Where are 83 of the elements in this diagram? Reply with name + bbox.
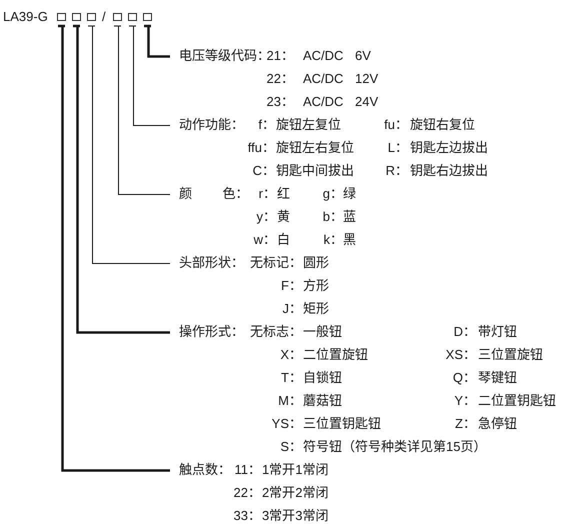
option-text: 旋钮右复位	[410, 118, 475, 132]
option-text: 自锁钮	[303, 371, 342, 385]
placeholder-square	[113, 13, 122, 21]
option-text: 旋钮左复位	[276, 118, 341, 132]
option-text: 白	[277, 233, 290, 247]
option-text: 矩形	[303, 302, 329, 316]
leader-line	[142, 24, 172, 58]
option-code: S：	[280, 440, 302, 454]
option-code: 33：	[234, 509, 261, 523]
option-code: XS：	[446, 348, 476, 362]
option-text: 方形	[303, 279, 329, 293]
option-code: J：	[282, 302, 302, 316]
option-code: k：	[324, 233, 343, 247]
option-text: 钥匙左边拔出	[410, 141, 488, 155]
leader-line	[88, 26, 170, 264]
category-label: 头部形状：	[179, 256, 244, 270]
option-text: 黑	[343, 233, 356, 247]
option-code: y：	[256, 210, 276, 224]
placeholder-square	[72, 13, 81, 21]
category-label: 颜 色：	[179, 187, 249, 201]
option-code: 无标记：	[250, 256, 302, 270]
option-text: 二位置旋钮	[303, 348, 368, 362]
leader-line	[56, 24, 172, 472]
option-text: 圆形	[303, 256, 329, 270]
option-code: F：	[281, 279, 302, 293]
option-text: 一般钮	[303, 325, 342, 339]
placeholder-square	[128, 13, 137, 21]
option-code: C：	[252, 164, 275, 178]
option-code: L：	[388, 141, 408, 155]
leader-line	[72, 24, 172, 334]
option-code: 无标志：	[250, 325, 302, 339]
option-text: 琴键钮	[478, 371, 517, 385]
option-text: 钥匙中间拔出	[276, 164, 354, 178]
option-code: Q：	[452, 371, 476, 385]
option-text: 黄	[277, 210, 290, 224]
option-text: 二位置钥匙钮	[478, 394, 556, 408]
option-code: w：	[254, 233, 276, 247]
placeholder-square	[143, 13, 152, 21]
category-label: 动作功能：	[179, 118, 244, 132]
option-text: 蘑菇钮	[303, 394, 342, 408]
option-text: 急停钮	[478, 417, 517, 431]
option-text: 钥匙右边拔出	[410, 164, 488, 178]
placeholder-square	[57, 13, 66, 21]
option-code: 11：	[234, 463, 261, 477]
placeholder-square	[87, 13, 96, 21]
option-code: ffu：	[248, 141, 275, 155]
option-code: 22：	[266, 72, 294, 86]
option-code: r：	[258, 187, 276, 201]
option-text: 带灯钮	[478, 325, 517, 339]
option-text: 1常开1常闭	[262, 463, 328, 477]
option-code: 22：	[234, 486, 261, 500]
option-text: AC/DC 24V	[303, 95, 378, 109]
option-code: D：	[454, 325, 476, 339]
leader-line	[114, 26, 170, 195]
option-text: 蓝	[343, 210, 356, 224]
option-code: 21：	[266, 49, 294, 63]
option-code: Z：	[455, 417, 476, 431]
option-text: 符号钮（符号种类详见第15页）	[303, 440, 486, 454]
option-code: X：	[280, 348, 302, 362]
option-code: T：	[281, 371, 302, 385]
option-code: 23：	[266, 95, 294, 109]
separator-slash: /	[102, 10, 106, 24]
option-code: M：	[278, 394, 302, 408]
option-text: 3常开3常闭	[262, 509, 328, 523]
option-text: AC/DC 6V	[303, 49, 371, 63]
model-code: LA39-G	[3, 10, 48, 24]
option-text: 三位置旋钮	[478, 348, 543, 362]
category-label: 操作形式：	[179, 325, 244, 339]
option-code: g：	[322, 187, 343, 201]
option-text: AC/DC 12V	[303, 72, 378, 86]
option-code: Y：	[454, 394, 476, 408]
option-code: b：	[322, 210, 343, 224]
option-code: R：	[386, 164, 408, 178]
option-code: YS：	[272, 417, 302, 431]
option-text: 2常开2常闭	[262, 486, 328, 500]
leader-line	[128, 26, 170, 126]
option-code: fu：	[384, 118, 408, 132]
option-text: 旋钮左右复位	[276, 141, 354, 155]
option-text: 三位置钥匙钮	[303, 417, 381, 431]
option-code: f：	[258, 118, 275, 132]
option-text: 绿	[343, 187, 356, 201]
option-text: 红	[277, 187, 290, 201]
category-label: 触点数：	[179, 463, 231, 477]
